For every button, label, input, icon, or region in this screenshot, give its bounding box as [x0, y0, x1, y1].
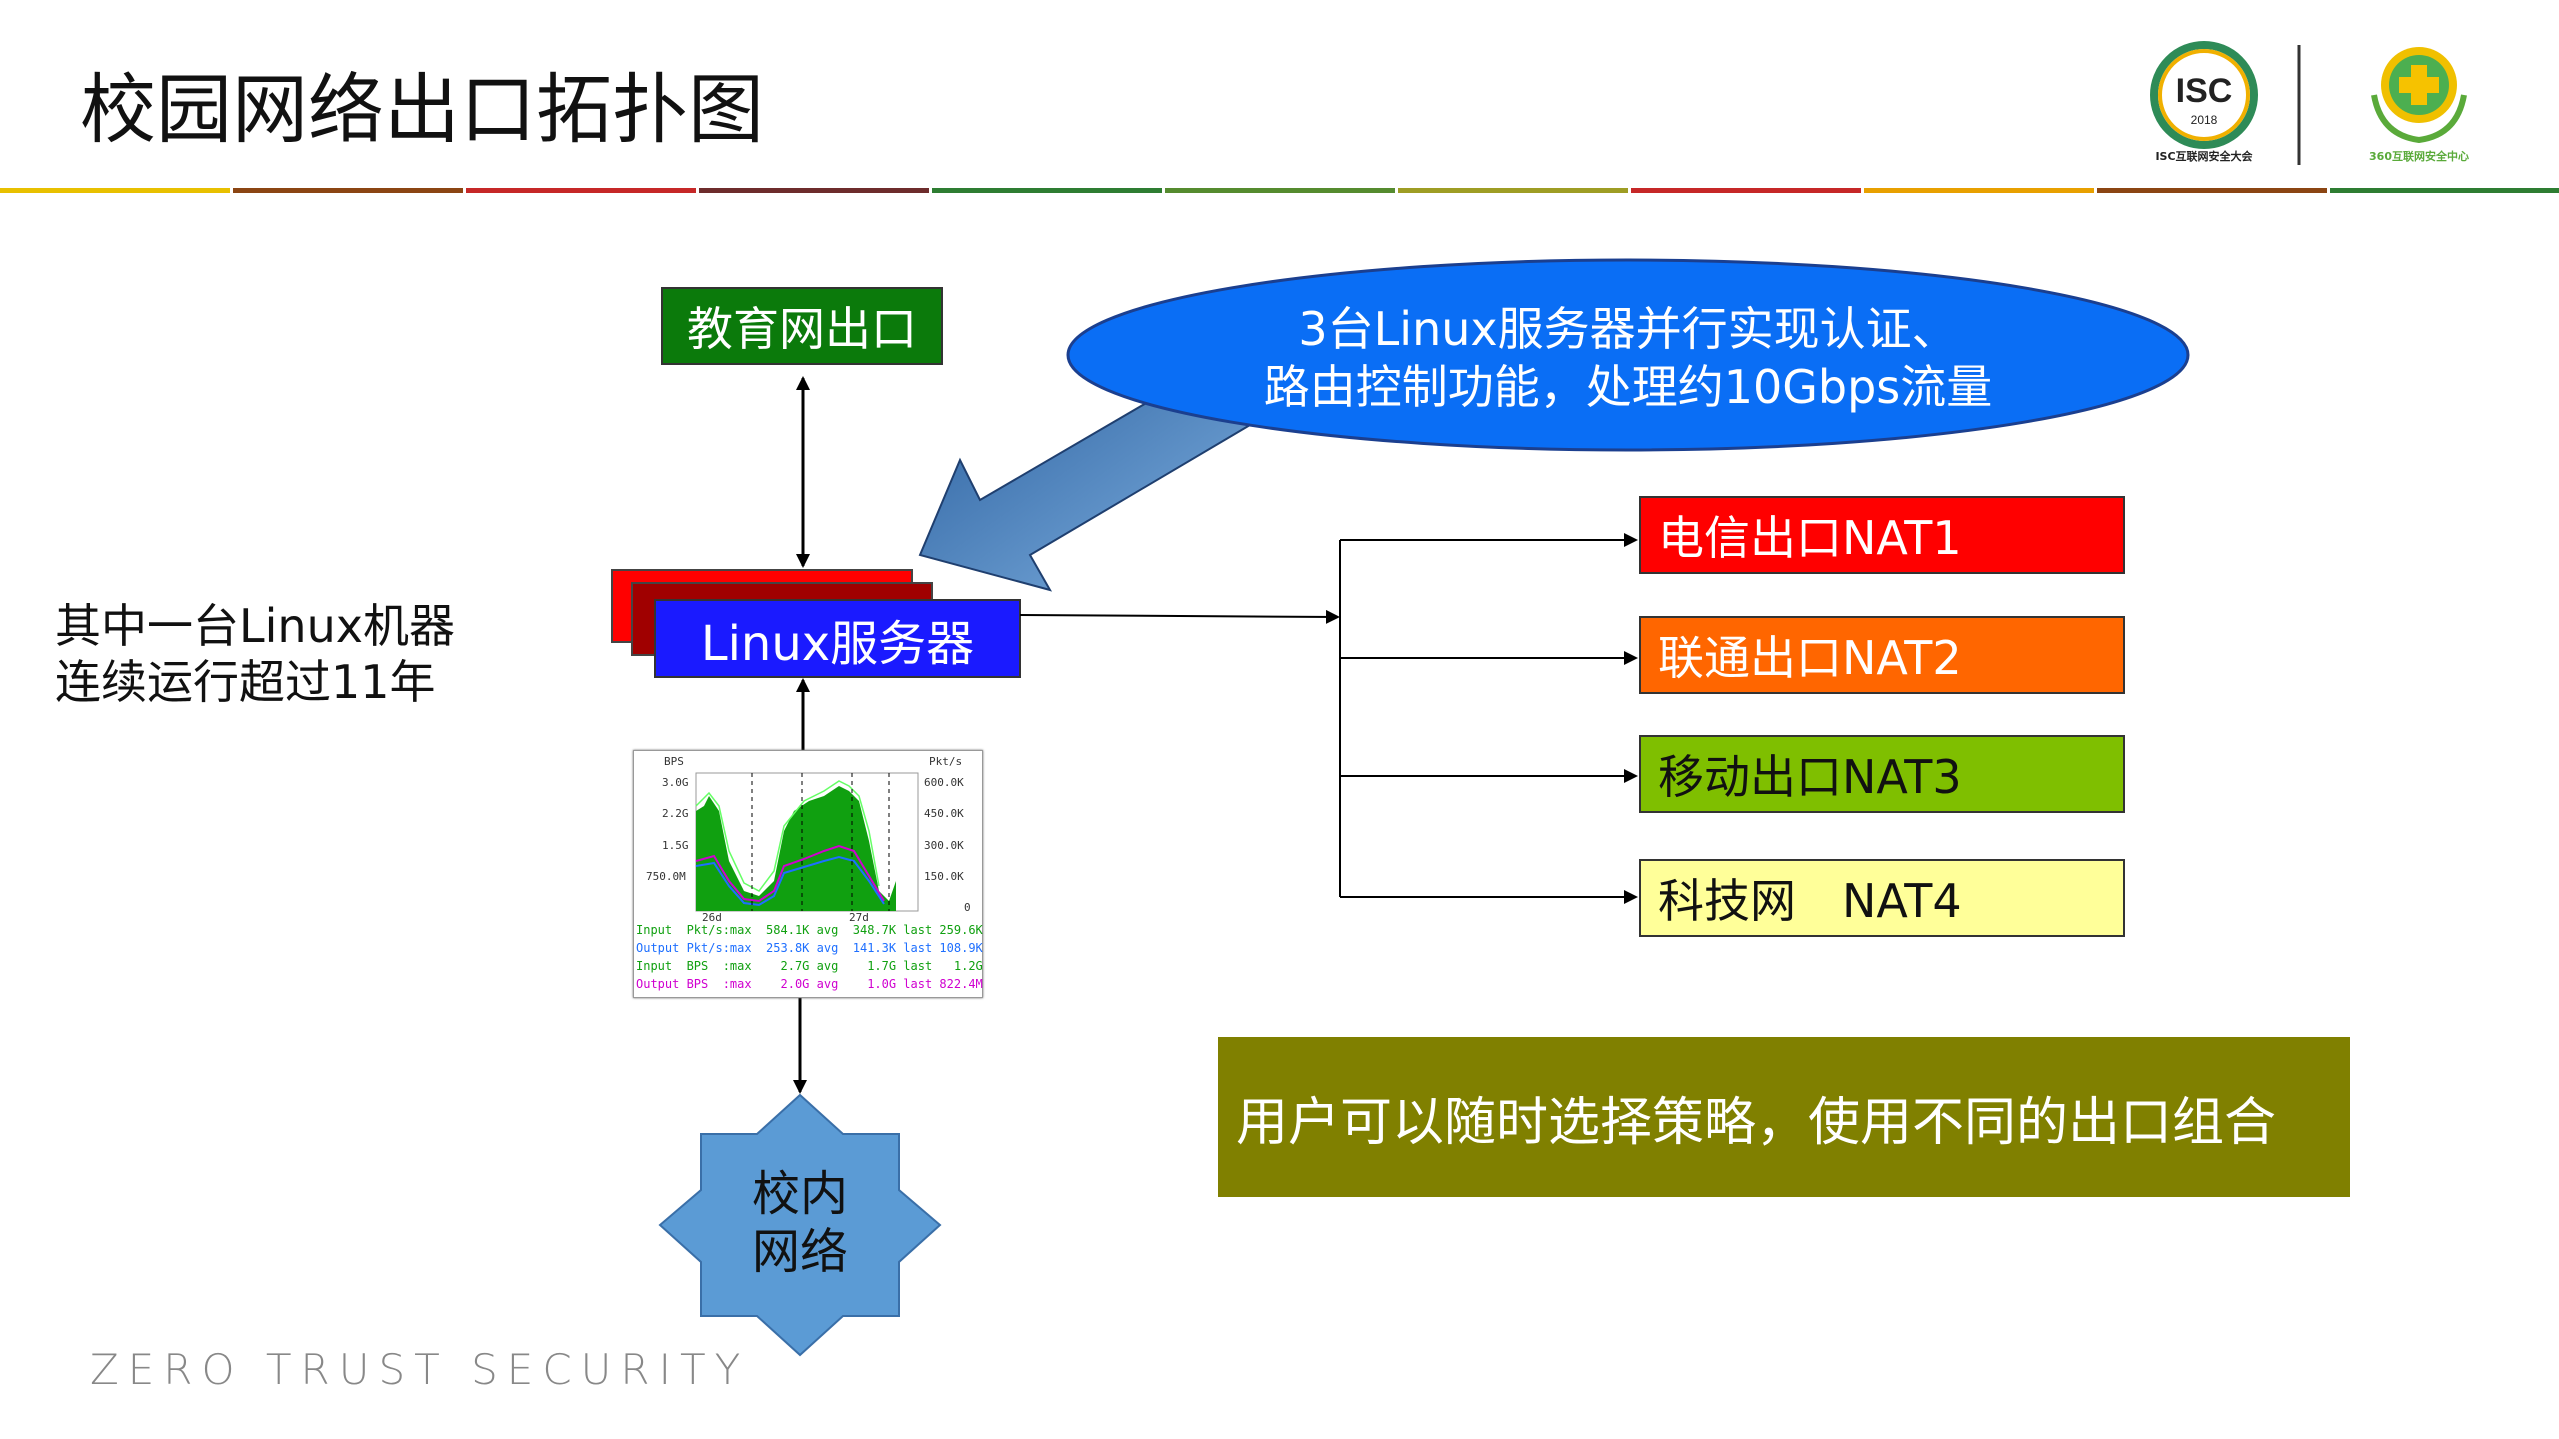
footer-brand: ZERO TRUST SECURITY [90, 1345, 750, 1394]
left-tick: 1.5G [662, 839, 689, 852]
x-tick: 27d [849, 911, 869, 924]
nat1-box [1639, 496, 2125, 574]
linux-server-label: Linux服务器 [700, 615, 975, 672]
campus-line-2: 网络 [751, 1224, 848, 1280]
stat-output-bps: Output BPS :max 2.0G avg 1.0G last 822.4… [636, 977, 983, 991]
svg-text:2018: 2018 [2191, 113, 2218, 127]
stat-input-pkt: Input Pkt/s:max 584.1K avg 348.7K last 2… [636, 923, 983, 937]
nat3-label: 移动出口NAT3 [1658, 750, 1962, 804]
callout-line-2: 路由控制功能，处理约10Gbps流量 [1263, 360, 1993, 414]
campus-network-star [658, 1093, 942, 1357]
right-tick: 150.0K [924, 870, 964, 883]
nat4-box [1639, 859, 2125, 937]
header-divider [0, 188, 2559, 193]
callout-ellipse [1066, 258, 2190, 452]
linux-server-box [654, 599, 1021, 678]
callout-line-1: 3台Linux服务器并行实现认证、 [1298, 302, 1958, 356]
callout-text: 3台Linux服务器并行实现认证、 路由控制功能，处理约10Gbps流量 [1068, 300, 2188, 416]
left-unit-label: BPS [664, 755, 684, 768]
side-note-line-2: 连续运行超过11年 [55, 655, 436, 709]
nat4-label: 科技网 NAT4 [1658, 874, 1962, 928]
svg-text:360互联网安全中心: 360互联网安全中心 [2369, 149, 2469, 163]
stat-input-bps: Input BPS :max 2.7G avg 1.7G last 1.2G [636, 959, 983, 973]
right-tick: 600.0K [924, 776, 964, 789]
server-to-nat-arrow [1019, 609, 1340, 624]
right-tick: 450.0K [924, 807, 964, 820]
right-unit-label: Pkt/s [929, 755, 962, 768]
right-tick: 0 [964, 901, 971, 914]
policy-box [1218, 1037, 2350, 1197]
x-tick: 26d [702, 911, 722, 924]
output-bps-line [695, 844, 885, 903]
right-tick: 300.0K [924, 839, 964, 852]
isc-logo-icon: ISC 2018 ISC互联网安全大会 360互联网安全中心 [2150, 41, 2469, 165]
traffic-chart: BPS Pkt/s 3.0G 2.2G 1.5G 750.0M 600.0K 4… [633, 750, 983, 998]
edu-exit-label: 教育网出口 [687, 302, 917, 356]
header-logos: ISC 2018 ISC互联网安全大会 360互联网安全中心 [2119, 40, 2499, 170]
nat1-label: 电信出口NAT1 [1658, 511, 1962, 565]
left-tick: 750.0M [646, 870, 686, 883]
left-tick: 3.0G [662, 776, 689, 789]
input-pkt-line [695, 780, 880, 892]
campus-network-label: 校内 网络 [700, 1165, 900, 1281]
nat2-label: 联通出口NAT2 [1658, 631, 1962, 685]
policy-label: 用户可以随时选择策略，使用不同的出口组合 [1236, 1092, 2277, 1153]
edu-exit-box [661, 287, 943, 365]
callout-arrow [918, 358, 1252, 592]
svg-text:ISC互联网安全大会: ISC互联网安全大会 [2155, 149, 2253, 163]
stat-output-pkt: Output Pkt/s:max 253.8K avg 141.3K last … [636, 941, 983, 955]
360-logo-icon [2371, 47, 2467, 144]
nat3-box [1639, 735, 2125, 813]
page-title: 校园网络出口拓扑图 [80, 65, 764, 154]
output-pkt-line [695, 855, 885, 907]
left-tick: 2.2G [662, 807, 689, 820]
campus-line-1: 校内 [751, 1166, 848, 1222]
svg-text:ISC: ISC [2176, 72, 2233, 110]
side-note: 其中一台Linux机器 连续运行超过11年 [55, 598, 455, 710]
side-note-line-1: 其中一台Linux机器 [55, 599, 455, 653]
nat2-box [1639, 616, 2125, 694]
input-bps-area [696, 786, 896, 911]
